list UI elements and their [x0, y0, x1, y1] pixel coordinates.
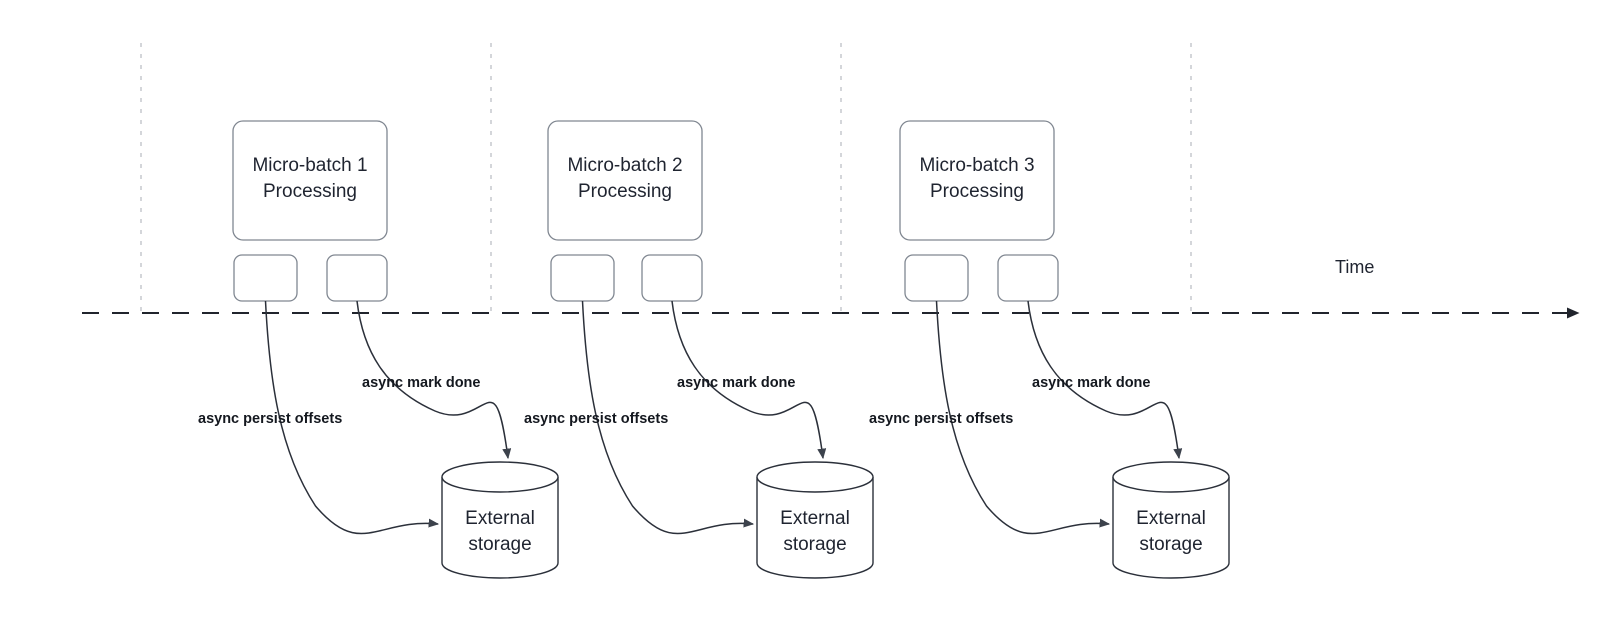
- storage-cylinder-top: [756, 461, 874, 493]
- storage-cylinder-body[interactable]: [756, 477, 874, 579]
- async-mark-done-edge[interactable]: [1027, 300, 1183, 460]
- async-mark-done-edge[interactable]: [356, 300, 512, 460]
- async-mark-done-edge[interactable]: [671, 300, 827, 460]
- storage-label-line2: storage: [783, 534, 846, 555]
- async-mark-done-edge-label: async mark done: [677, 375, 795, 391]
- mark-done-task-box[interactable]: [326, 254, 388, 302]
- micro-batch-label-line1: Micro-batch 2: [567, 155, 682, 176]
- async-persist-offsets-edge-label: async persist offsets: [198, 411, 342, 427]
- storage-label-line2: storage: [468, 534, 531, 555]
- storage-label-line1: External: [780, 508, 850, 529]
- micro-batch-label-line1: Micro-batch 3: [919, 155, 1034, 176]
- offset-task-box[interactable]: [904, 254, 969, 302]
- offset-task-box[interactable]: [233, 254, 298, 302]
- offset-task-box[interactable]: [550, 254, 615, 302]
- micro-batch-label-line2: Processing: [578, 181, 672, 202]
- storage-label-line2: storage: [1139, 534, 1202, 555]
- micro-batch-label-line2: Processing: [263, 181, 357, 202]
- micro-batch-label-line2: Processing: [930, 181, 1024, 202]
- async-persist-offsets-edge[interactable]: [581, 300, 755, 535]
- async-persist-offsets-edge[interactable]: [935, 300, 1111, 535]
- micro-batch-box[interactable]: [232, 120, 388, 241]
- micro-batch-box[interactable]: [547, 120, 703, 241]
- storage-label-line1: External: [465, 508, 535, 529]
- async-persist-offsets-edge-label: async persist offsets: [869, 411, 1013, 427]
- async-persist-offsets-edge-label: async persist offsets: [524, 411, 668, 427]
- storage-cylinder-body[interactable]: [441, 477, 559, 579]
- storage-label-line1: External: [1136, 508, 1206, 529]
- storage-cylinder-body[interactable]: [1112, 477, 1230, 579]
- time-axis: Time: [82, 257, 1580, 319]
- time-axis-label: Time: [1335, 257, 1374, 277]
- async-mark-done-edge-label: async mark done: [1032, 375, 1150, 391]
- async-persist-offsets-edge[interactable]: [264, 300, 440, 535]
- mark-done-task-box[interactable]: [997, 254, 1059, 302]
- mark-done-task-box[interactable]: [641, 254, 703, 302]
- micro-batch-label-line1: Micro-batch 1: [252, 155, 367, 176]
- storage-cylinder-top: [1112, 461, 1230, 493]
- micro-batch-box[interactable]: [899, 120, 1055, 241]
- async-mark-done-edge-label: async mark done: [362, 375, 480, 391]
- storage-cylinder-top: [441, 461, 559, 493]
- tick-line-group: [140, 43, 1192, 315]
